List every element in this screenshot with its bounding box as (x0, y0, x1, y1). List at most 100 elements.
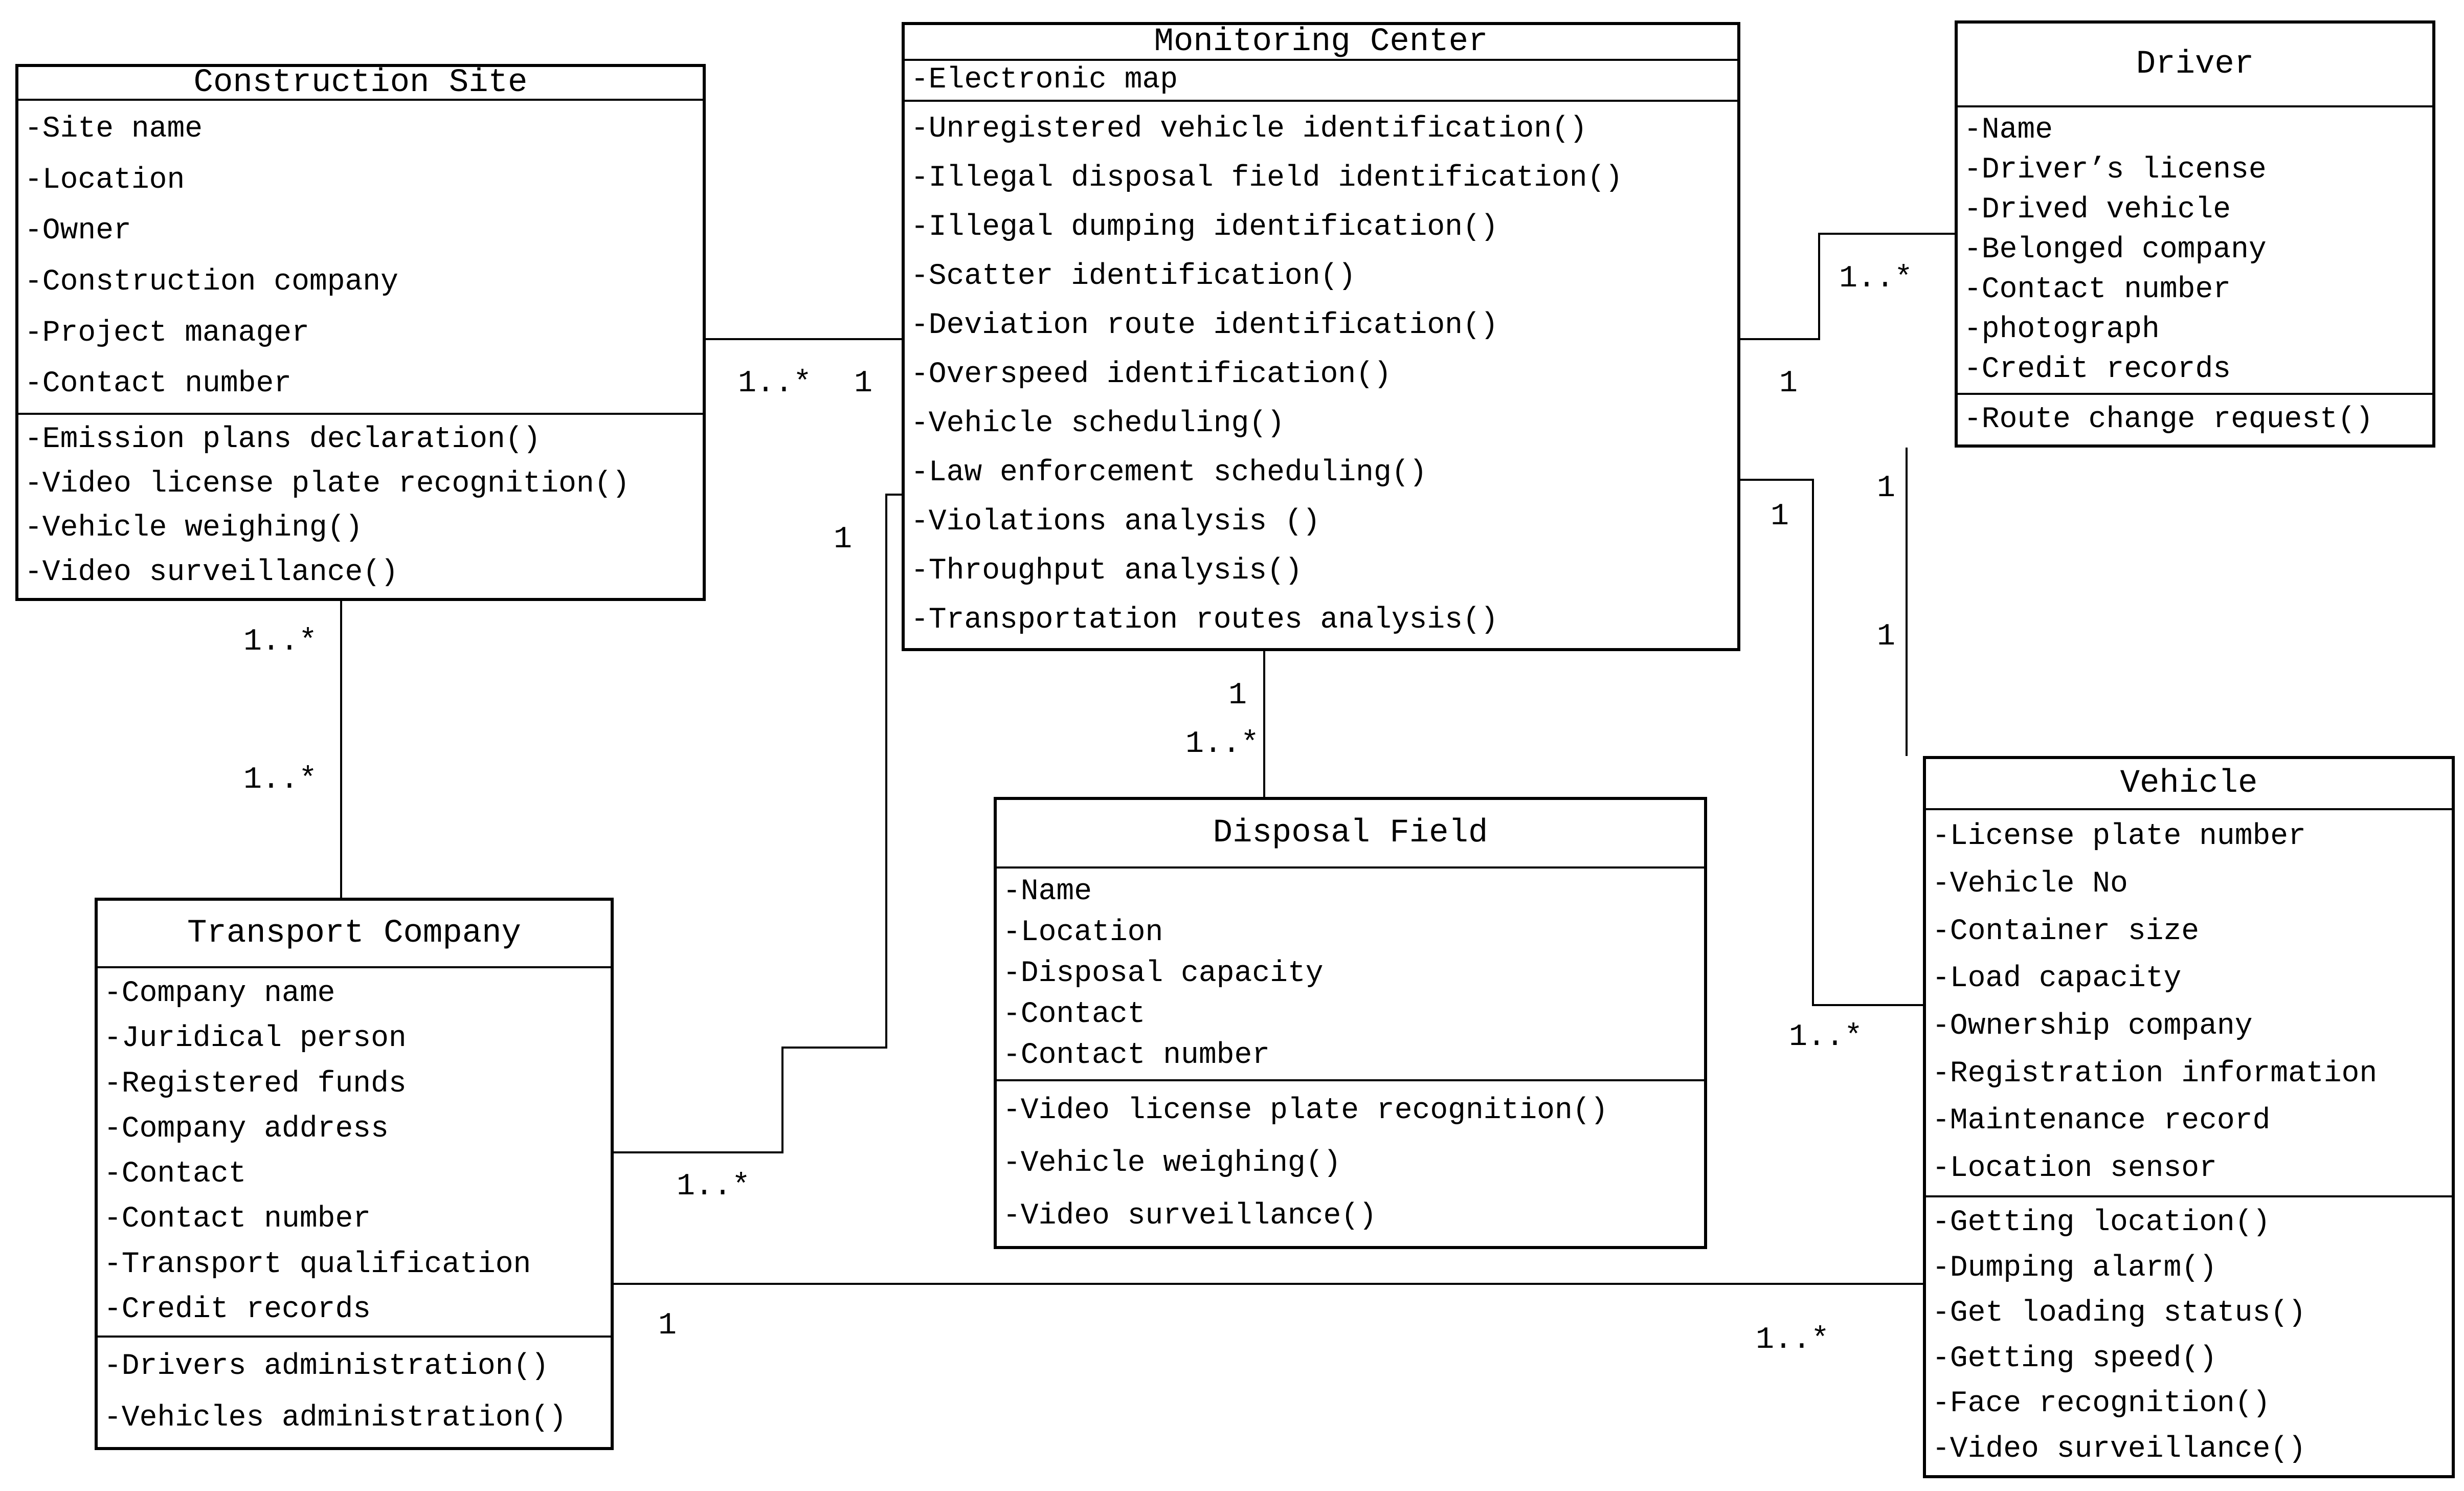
methods-compartment: -Route change request() (1958, 395, 2432, 444)
attributes-compartment: -Name -Driver’s license -Drived vehicle … (1958, 107, 2432, 395)
attribute-row: -Construction company (25, 265, 398, 299)
association-monitoringcenter-vehicle (1740, 479, 1923, 1006)
attribute-row: -Vehicle No (1932, 867, 2128, 901)
multiplicity-label: 1..* (1752, 1323, 1833, 1358)
methods-compartment: -Unregistered vehicle identification() -… (905, 102, 1737, 648)
multiplicity-label: 1..* (240, 763, 321, 797)
class-title: Monitoring Center (905, 24, 1737, 61)
attribute-row: -License plate number (1932, 820, 2306, 854)
attribute-row: -Ownership company (1932, 1009, 2253, 1043)
method-row: -Get loading status() (1932, 1297, 2306, 1330)
class-title: Transport Company (98, 901, 611, 968)
attribute-row: -Location (1003, 916, 1163, 950)
class-title: Disposal Field (997, 800, 1704, 869)
class-box-monitoring-center: Monitoring Center -Electronic map -Unreg… (902, 22, 1740, 651)
attribute-row: -Electronic map (911, 63, 1178, 97)
attribute-row: -Location sensor (1932, 1151, 2217, 1185)
method-row: -Transportation routes analysis() (911, 604, 1498, 637)
multiplicity-label: 1..* (673, 1169, 754, 1204)
attributes-compartment: -Site name -Location -Owner -Constructio… (18, 101, 703, 415)
attribute-row: -Credit records (104, 1293, 371, 1326)
attribute-row: -Container size (1932, 915, 2200, 948)
attributes-compartment: -License plate number -Vehicle No -Conta… (1926, 810, 2452, 1197)
association-monitoringcenter-driver (1740, 233, 1955, 340)
attribute-row: -Disposal capacity (1003, 957, 1324, 991)
method-row: -Throughput analysis() (911, 554, 1303, 588)
method-row: -Illegal dumping identification() (911, 211, 1498, 244)
attribute-row: -Contact number (104, 1203, 371, 1236)
attribute-row: -Company name (104, 977, 335, 1011)
attribute-row: -Registered funds (104, 1067, 407, 1101)
method-row: -Illegal disposal field identification() (911, 162, 1623, 195)
multiplicity-label: 1 (1873, 471, 1899, 506)
method-row: -Video license plate recognition() (25, 467, 630, 501)
method-row: -Video surveillance() (1003, 1199, 1377, 1233)
method-row: -Getting speed() (1932, 1342, 2217, 1375)
multiplicity-label: 1 (1225, 678, 1250, 713)
method-row: -Drivers administration() (104, 1349, 549, 1383)
method-row: -Violations analysis () (911, 505, 1320, 539)
method-row: -Deviation route identification() (911, 309, 1498, 343)
attribute-row: -Juridical person (104, 1022, 407, 1056)
attribute-row: -Registration information (1932, 1057, 2378, 1091)
class-title: Vehicle (1926, 759, 2452, 810)
attributes-compartment: -Company name -Juridical person -Registe… (98, 968, 611, 1338)
multiplicity-label: 1 (655, 1308, 680, 1343)
attribute-row: -Site name (25, 112, 203, 146)
method-row: -Dumping alarm() (1932, 1251, 2217, 1285)
attribute-row: -Driver’s license (1964, 153, 2267, 187)
attribute-row: -Project manager (25, 316, 309, 350)
methods-compartment: -Emission plans declaration() -Video lic… (18, 415, 703, 598)
class-box-vehicle: Vehicle -License plate number -Vehicle N… (1923, 756, 2455, 1478)
attribute-row: -Contact number (25, 367, 292, 401)
multiplicity-label: 1 (1873, 619, 1899, 654)
method-row: -Vehicle weighing() (25, 511, 363, 545)
attribute-row: -Location (25, 163, 185, 197)
attribute-row: -Belonged company (1964, 233, 2267, 267)
multiplicity-label: 1 (1767, 499, 1793, 534)
multiplicity-label: 1..* (1785, 1020, 1866, 1055)
class-title: Construction Site (18, 64, 703, 101)
multiplicity-label: 1 (830, 522, 856, 557)
method-row: -Scatter identification() (911, 260, 1356, 294)
multiplicity-label: 1..* (1835, 261, 1916, 296)
class-box-construction-site: Construction Site -Site name -Location -… (15, 64, 706, 601)
attribute-row: -Name (1964, 114, 2053, 147)
method-row: -Unregistered vehicle identification() (911, 113, 1587, 146)
attributes-compartment: -Electronic map (905, 61, 1737, 102)
class-box-driver: Driver -Name -Driver’s license -Drived v… (1955, 20, 2435, 448)
methods-compartment: -Getting location() -Dumping alarm() -Ge… (1926, 1197, 2452, 1475)
attribute-row: -Contact number (1964, 273, 2231, 307)
association-transportcompany-monitoringcenter (614, 494, 902, 1153)
method-row: -Route change request() (1964, 403, 2373, 436)
multiplicity-label: 1..* (734, 366, 815, 401)
method-row: -Vehicle weighing() (1003, 1147, 1341, 1181)
method-row: -Video license plate recognition() (1003, 1094, 1608, 1127)
attribute-row: -Maintenance record (1932, 1104, 2271, 1138)
attribute-row: -Load capacity (1932, 962, 2182, 996)
attribute-row: -Transport qualification (104, 1248, 531, 1281)
attribute-row: -Contact number (1003, 1039, 1270, 1073)
multiplicity-label: 1 (1776, 366, 1801, 401)
attribute-row: -Contact (104, 1158, 247, 1191)
method-row: -Law enforcement scheduling() (911, 456, 1427, 490)
attribute-row: -Credit records (1964, 353, 2231, 387)
method-row: -Overspeed identification() (911, 358, 1392, 392)
method-row: -Getting location() (1932, 1206, 2271, 1240)
methods-compartment: -Video license plate recognition() -Vehi… (997, 1081, 1704, 1246)
method-row: -Video surveillance() (25, 555, 398, 589)
class-title: Driver (1958, 24, 2432, 107)
class-box-disposal-field: Disposal Field -Name -Location -Disposal… (994, 797, 1707, 1249)
multiplicity-label: 1..* (240, 625, 321, 659)
methods-compartment: -Drivers administration() -Vehicles admi… (98, 1338, 611, 1447)
class-box-transport-company: Transport Company -Company name -Juridic… (95, 898, 614, 1450)
attribute-row: -Name (1003, 875, 1092, 909)
method-row: -Vehicles administration() (104, 1401, 567, 1435)
multiplicity-label: 1..* (1182, 727, 1263, 762)
method-row: -Vehicle scheduling() (911, 407, 1285, 441)
method-row: -Face recognition() (1932, 1387, 2271, 1421)
attribute-row: -Contact (1003, 998, 1146, 1032)
multiplicity-label: 1 (850, 366, 876, 401)
attribute-row: -Company address (104, 1112, 389, 1146)
